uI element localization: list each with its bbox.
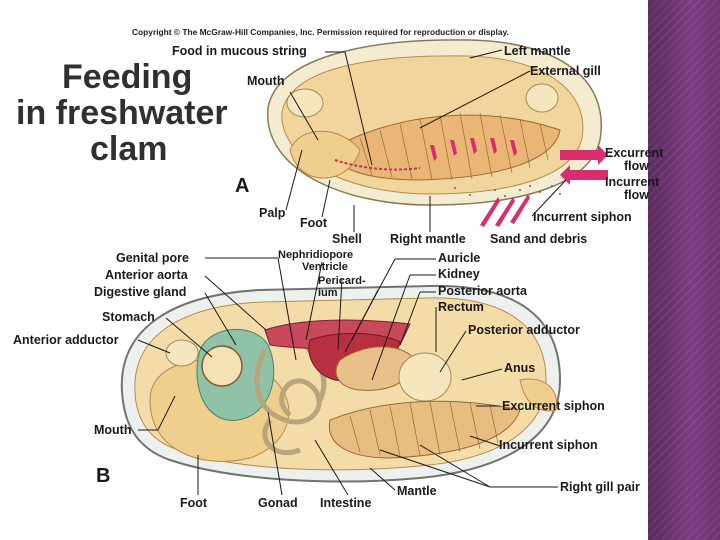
label-ventricle: Ventricle [302, 261, 348, 273]
mucous-string [334, 159, 421, 171]
siphons [519, 378, 558, 412]
panel-a-letter: A [235, 175, 250, 197]
slide-title-line-2: in freshwater [16, 94, 228, 132]
label-pericardium-2: ium [318, 287, 338, 299]
label-palp: Palp [259, 206, 286, 220]
label-mouth-a: Mouth [247, 74, 285, 88]
copyright-notice: Copyright © The McGraw-Hill Companies, I… [132, 27, 509, 37]
posterior-adductor-a [525, 83, 559, 113]
panel-b-leaders [137, 257, 558, 496]
label-digestive-gland: Digestive gland [94, 285, 187, 299]
label-auricle: Auricle [438, 251, 481, 265]
label-foot-a: Foot [300, 216, 328, 230]
label-excurrent-flow-1: Excurrent [605, 146, 664, 160]
label-anus: Anus [504, 361, 536, 375]
stomach-shape [201, 345, 243, 387]
label-genital-pore: Genital pore [116, 251, 189, 265]
label-pericardium-1: Pericard- [318, 275, 366, 287]
slide-title-line-3: clam [90, 130, 168, 168]
panel-a-leaders [285, 49, 567, 232]
anterior-adductor-b [165, 339, 199, 367]
label-rectum: Rectum [438, 300, 484, 314]
label-incurrent-flow-1: Incurrent [605, 175, 660, 189]
panel-a-clam [267, 39, 608, 232]
debris-dots [454, 185, 561, 197]
label-left-mantle: Left mantle [504, 44, 571, 58]
label-excurrent-siphon: Excurrent siphon [502, 399, 605, 413]
label-right-gill-pair: Right gill pair [560, 480, 640, 494]
label-stomach: Stomach [102, 310, 155, 324]
panel-b-clam [120, 257, 562, 496]
label-anterior-adductor: Anterior adductor [13, 333, 119, 347]
panel-b-letter: B [96, 465, 111, 487]
label-foot-b: Foot [180, 496, 208, 510]
label-intestine: Intestine [320, 496, 372, 510]
label-shell: Shell [332, 232, 362, 246]
label-nephridiopore: Nephridiopore [278, 249, 354, 261]
anterior-adductor-a [286, 88, 324, 118]
label-mouth-b: Mouth [94, 423, 132, 437]
label-gonad: Gonad [258, 496, 298, 510]
gill-b [328, 400, 521, 459]
label-right-mantle: Right mantle [390, 232, 466, 246]
label-excurrent-flow-2: flow [624, 159, 649, 173]
label-incurrent-flow-2: flow [624, 188, 649, 202]
purple-side-bar [648, 0, 720, 540]
foot-a [289, 130, 361, 179]
label-anterior-aorta: Anterior aorta [105, 268, 188, 282]
label-posterior-aorta: Posterior aorta [438, 284, 527, 298]
label-mantle: Mantle [397, 484, 437, 498]
slide-title-line-1: Feeding [62, 58, 193, 96]
gill-b-lines [349, 401, 499, 457]
label-kidney: Kidney [438, 267, 480, 281]
label-external-gill: External gill [530, 64, 601, 78]
flow-arrows [430, 138, 608, 227]
external-gill [329, 114, 561, 181]
label-posterior-adductor: Posterior adductor [468, 323, 580, 337]
label-sand-debris: Sand and debris [490, 232, 588, 246]
posterior-adductor-b [398, 352, 452, 402]
label-incurrent-siphon-b: Incurrent siphon [499, 438, 598, 452]
label-food-mucous-string: Food in mucous string [172, 44, 307, 58]
gill-lines [359, 112, 549, 181]
label-incurrent-siphon-a: Incurrent siphon [533, 210, 632, 224]
